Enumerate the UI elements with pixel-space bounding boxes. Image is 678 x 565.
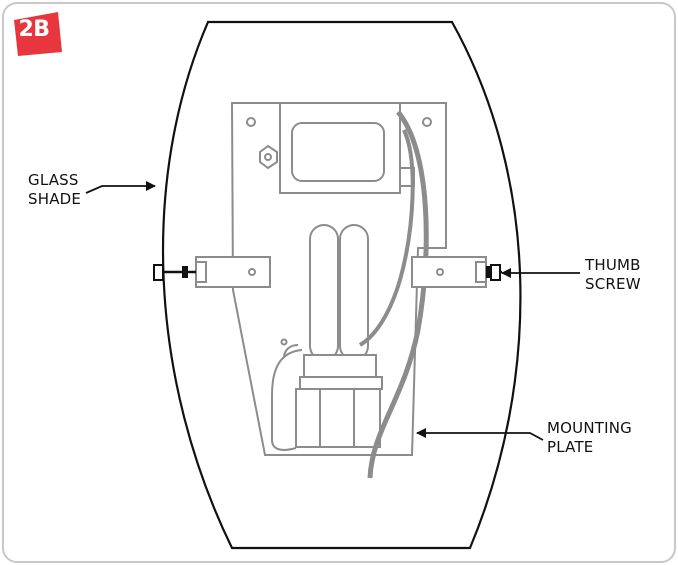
arrow-mounting-plate	[416, 428, 544, 441]
step-badge	[14, 12, 62, 56]
power-cord	[367, 110, 429, 479]
socket-base	[295, 388, 381, 448]
callout-mounting-plate-line2: PLATE	[547, 438, 594, 456]
lamp-tube-right	[339, 224, 369, 361]
glass-shade-outline	[161, 20, 522, 550]
thumb-screw-left	[153, 264, 196, 281]
step-badge-label: 2B	[18, 17, 50, 42]
lamp-tube-left	[309, 224, 339, 361]
arrow-glass-shade	[85, 181, 156, 194]
lamp-socket	[303, 354, 377, 378]
thumb-screw-right	[486, 264, 502, 281]
callout-thumb-screw-line2: SCREW	[585, 275, 641, 293]
bracket-left	[195, 256, 271, 288]
callout-glass-shade: GLASS SHADE	[28, 171, 81, 209]
callout-mounting-plate: MOUNTING PLATE	[547, 419, 632, 457]
callout-glass-shade-line2: SHADE	[28, 190, 82, 208]
callout-arrows	[85, 181, 580, 441]
bracket-right	[411, 256, 487, 288]
callout-mounting-plate-line1: MOUNTING	[547, 419, 632, 437]
fixture-assembly	[195, 102, 487, 479]
callout-glass-shade-line1: GLASS	[28, 171, 79, 189]
callout-thumb-screw-line1: THUMB	[585, 256, 641, 274]
callout-thumb-screw: THUMB SCREW	[585, 256, 641, 294]
